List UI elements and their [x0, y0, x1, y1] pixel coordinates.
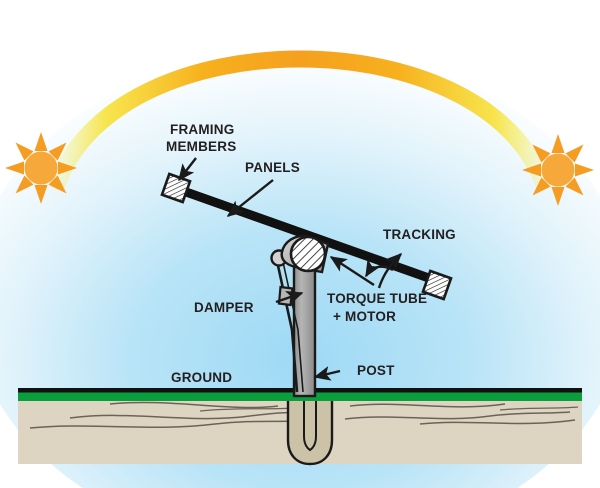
tracking-arrow-icon	[364, 252, 403, 289]
sun-icon-left	[5, 132, 77, 204]
label-ground: GROUND	[171, 370, 232, 385]
torque-tube	[280, 234, 330, 274]
label-torque-tube-line2: + MOTOR	[333, 309, 396, 324]
label-post: POST	[357, 363, 395, 378]
label-damper: DAMPER	[194, 300, 254, 315]
sun-path-arc	[49, 50, 552, 191]
post	[292, 263, 317, 398]
soil-texture-lines	[29, 401, 579, 429]
leader-lines	[178, 157, 375, 381]
leader-damper	[275, 290, 304, 306]
leader-panels	[226, 179, 274, 217]
label-torque-tube-line1: TORQUE TUBE	[327, 291, 427, 306]
label-tracking: TRACKING	[383, 227, 456, 242]
framing-member-right	[421, 269, 453, 301]
sun-icon-right	[522, 134, 594, 206]
soil-foundation	[286, 390, 334, 466]
leader-framing-members	[178, 157, 197, 182]
label-framing-members-line1: FRAMING	[170, 122, 234, 137]
leader-post	[313, 366, 341, 381]
ground-layer	[18, 388, 582, 466]
label-framing-members-line2: MEMBERS	[166, 139, 236, 154]
leader-torque-tube	[329, 255, 375, 287]
label-panels: PANELS	[245, 160, 300, 175]
